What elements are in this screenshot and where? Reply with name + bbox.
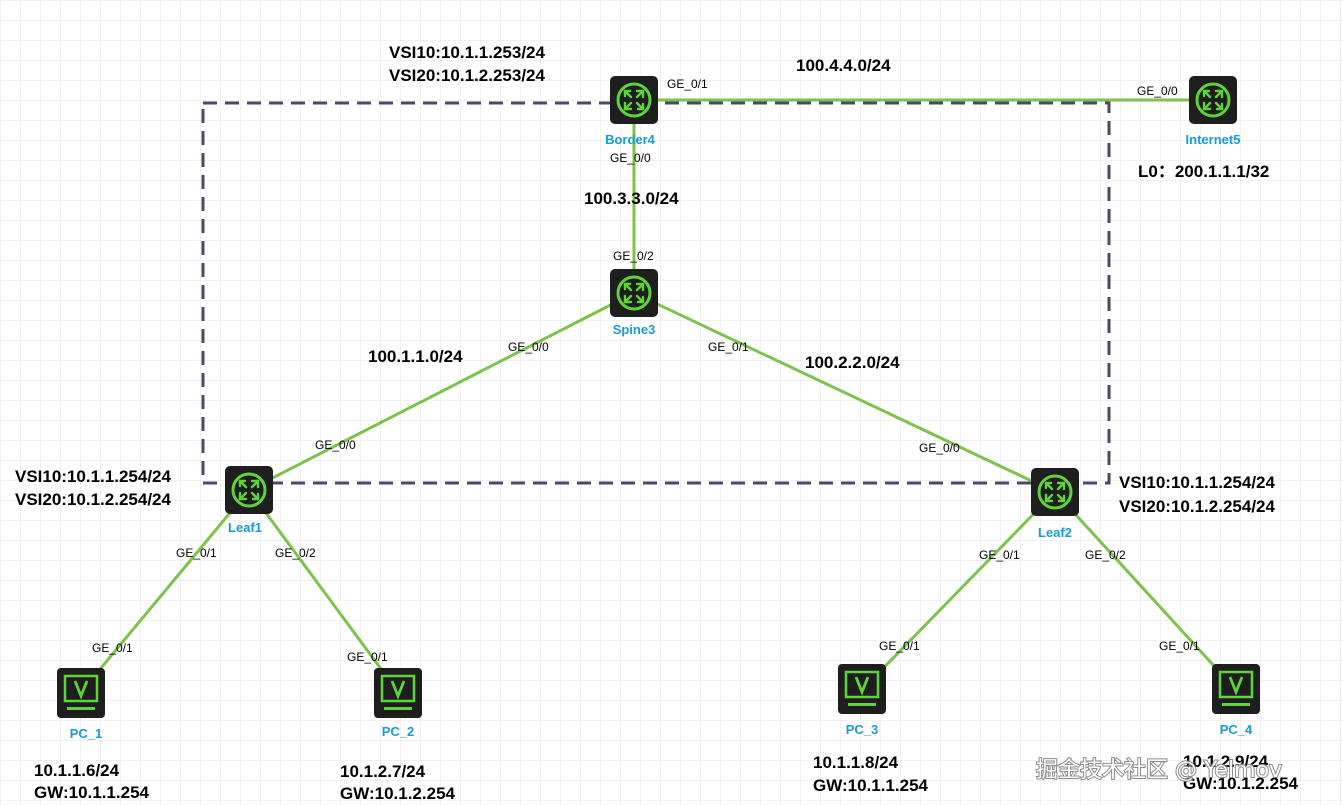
node-name-leaf2: Leaf2 xyxy=(1038,525,1072,540)
vsi-label: VSI20:10.1.2.253/24 xyxy=(389,66,546,85)
network-labels: 100.4.4.0/24 100.3.3.0/24 100.1.1.0/24 1… xyxy=(368,56,900,372)
network-label: 100.4.4.0/24 xyxy=(796,56,891,75)
pc-icon xyxy=(55,666,107,720)
device-border4[interactable]: Border4 xyxy=(605,74,660,147)
loopback-label: L0：200.1.1.1/32 xyxy=(1138,162,1269,181)
address-annotations: VSI10:10.1.1.253/24 VSI20:10.1.2.253/24 … xyxy=(15,43,1299,803)
node-name-pc1: PC_1 xyxy=(70,726,103,741)
link-spine3-leaf2[interactable] xyxy=(633,291,1056,494)
pc-ip-label: 10.1.1.6/24 xyxy=(34,761,120,780)
node-name-spine3: Spine3 xyxy=(613,322,656,337)
port-label: GE_0/1 xyxy=(347,650,388,664)
node-name-border4: Border4 xyxy=(605,132,656,147)
pc-gw-label: GW:10.1.1.254 xyxy=(34,783,150,802)
port-label: GE_0/0 xyxy=(315,438,356,452)
port-label: GE_0/1 xyxy=(708,340,749,354)
port-label: GE_0/1 xyxy=(979,548,1020,562)
vsi-label: VSI10:10.1.1.253/24 xyxy=(389,43,546,62)
pc-gw-label: GW:10.1.2.254 xyxy=(340,784,456,803)
node-name-leaf1: Leaf1 xyxy=(228,520,262,535)
pc-ip-label: 10.1.2.9/24 xyxy=(1183,752,1269,771)
switch-icon xyxy=(1187,74,1239,126)
pc-gw-label: GW:10.1.1.254 xyxy=(813,776,929,795)
device-pc1[interactable]: PC_1 xyxy=(55,666,107,741)
pc-icon xyxy=(372,666,424,720)
node-name-pc4: PC_4 xyxy=(1220,722,1253,737)
port-label: GE_0/0 xyxy=(610,151,651,165)
link-leaf2-pc4[interactable] xyxy=(1053,490,1238,692)
port-label: GE_0/1 xyxy=(92,641,133,655)
network-label: 100.2.2.0/24 xyxy=(805,353,900,372)
switch-icon xyxy=(223,464,275,516)
port-label: GE_0/2 xyxy=(275,546,316,560)
device-internet5[interactable]: Internet5 xyxy=(1186,74,1241,147)
pc-ip-label: 10.1.1.8/24 xyxy=(813,753,899,772)
switch-icon xyxy=(608,74,660,126)
port-label: GE_0/0 xyxy=(508,340,549,354)
network-label: 100.1.1.0/24 xyxy=(368,347,463,366)
watermark: 掘金技术社区 @ Yelmov xyxy=(1036,758,1282,783)
port-label: GE_0/2 xyxy=(1085,548,1126,562)
links xyxy=(79,98,1238,693)
vsi-label: VSI10:10.1.1.254/24 xyxy=(15,467,172,486)
device-spine3[interactable]: Spine3 xyxy=(608,267,660,337)
link-spine3-leaf1[interactable] xyxy=(248,291,635,492)
device-pc4[interactable]: PC_4 xyxy=(1210,662,1262,737)
device-pc3[interactable]: PC_3 xyxy=(836,662,888,737)
port-label: GE_0/1 xyxy=(1159,639,1200,653)
device-pc2[interactable]: PC_2 xyxy=(372,666,424,739)
port-label: GE_0/0 xyxy=(919,441,960,455)
node-name-internet5: Internet5 xyxy=(1186,132,1241,147)
pc-icon xyxy=(1210,662,1262,716)
device-leaf1[interactable]: Leaf1 xyxy=(223,464,275,535)
pc-gw-label: GW:10.1.2.254 xyxy=(1183,774,1299,793)
node-name-pc3: PC_3 xyxy=(846,722,879,737)
link-leaf2-pc3[interactable] xyxy=(860,490,1057,692)
port-label: GE_0/1 xyxy=(667,77,708,91)
port-label: GE_0/1 xyxy=(176,546,217,560)
vsi-label: VSI20:10.1.2.254/24 xyxy=(15,490,172,509)
pc-icon xyxy=(836,662,888,716)
port-labels: GE_0/1 GE_0/0 GE_0/0 GE_0/2 GE_0/0 GE_0/… xyxy=(92,77,1200,664)
link-leaf1-pc1[interactable] xyxy=(79,489,251,693)
node-name-pc2: PC_2 xyxy=(382,724,415,739)
link-leaf1-pc2[interactable] xyxy=(247,489,400,693)
vsi-label: VSI20:10.1.2.254/24 xyxy=(1119,497,1276,516)
port-label: GE_0/1 xyxy=(879,639,920,653)
switch-icon xyxy=(1029,466,1081,518)
pc-ip-label: 10.1.2.7/24 xyxy=(340,762,426,781)
switch-icon xyxy=(608,267,660,319)
network-label: 100.3.3.0/24 xyxy=(584,189,679,208)
port-label: GE_0/2 xyxy=(613,249,654,263)
port-label: GE_0/0 xyxy=(1137,84,1178,98)
vsi-label: VSI10:10.1.1.254/24 xyxy=(1119,473,1276,492)
device-leaf2[interactable]: Leaf2 xyxy=(1029,466,1081,540)
